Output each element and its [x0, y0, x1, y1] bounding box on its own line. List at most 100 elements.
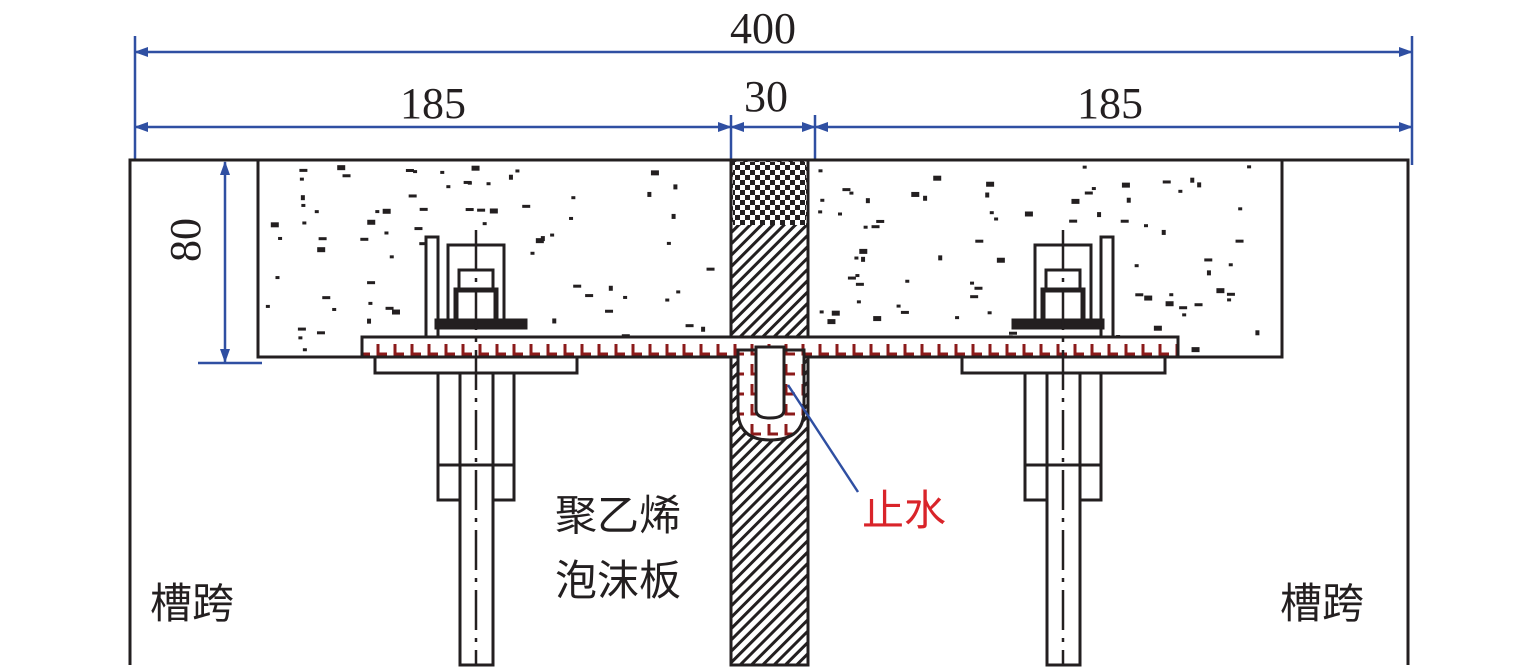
speckle	[970, 281, 975, 285]
speckle	[316, 331, 325, 335]
speckle	[414, 227, 423, 231]
speckle	[1069, 219, 1078, 223]
speckle	[1228, 263, 1233, 267]
speckle	[1024, 211, 1033, 217]
speckle	[1071, 198, 1080, 204]
speckle	[1091, 187, 1096, 191]
speckle	[265, 304, 270, 308]
angle-steel-horizontal	[434, 318, 528, 330]
label-foam-line2: 泡沫板	[555, 556, 681, 605]
speckle	[989, 211, 994, 215]
label-span-left: 槽跨	[150, 579, 234, 628]
angle-steel-horizontal	[1011, 318, 1105, 330]
speckle	[871, 225, 880, 229]
speckle	[300, 195, 305, 201]
speckle	[405, 168, 414, 172]
speckle	[419, 242, 428, 246]
speckle	[605, 309, 614, 313]
speckle	[301, 203, 306, 207]
speckle	[970, 295, 979, 299]
speckle	[1097, 212, 1102, 218]
speckle	[314, 210, 319, 214]
speckle	[938, 255, 943, 261]
speckle	[996, 257, 1005, 263]
speckle	[368, 301, 373, 305]
speckle	[477, 208, 486, 212]
speckle	[322, 296, 331, 300]
speckle	[1121, 182, 1130, 188]
speckle	[863, 225, 868, 229]
speckle	[1182, 313, 1187, 317]
waterstop-slot	[754, 345, 786, 420]
speckle	[854, 256, 859, 260]
waterstop-leader-line	[786, 384, 860, 493]
speckle	[849, 191, 854, 195]
speckle	[482, 222, 487, 226]
speckle	[706, 267, 715, 271]
speckle	[623, 295, 628, 299]
speckle	[911, 191, 920, 197]
speckle	[535, 238, 544, 244]
speckle	[367, 219, 376, 225]
speckle	[873, 316, 882, 322]
speckle	[986, 181, 995, 187]
label-foam-line1: 聚乙烯	[555, 491, 681, 540]
speckle	[608, 285, 613, 291]
speckle	[299, 177, 304, 181]
speckle	[384, 231, 389, 235]
speckle	[859, 248, 868, 254]
dimension-right: 185	[1077, 79, 1143, 128]
speckle	[522, 204, 531, 208]
speckle	[1169, 293, 1174, 297]
speckle	[847, 276, 856, 280]
speckle	[275, 276, 280, 280]
speckle	[440, 170, 445, 174]
speckle	[838, 212, 843, 216]
speckle	[1179, 306, 1188, 310]
speckle	[332, 307, 337, 311]
speckle	[382, 208, 391, 214]
dimension-depth: 80	[161, 218, 210, 262]
speckle	[1178, 189, 1183, 193]
speckle	[865, 198, 870, 204]
speckle	[408, 194, 417, 198]
speckle	[1247, 165, 1252, 169]
speckle	[1134, 264, 1139, 268]
speckle	[463, 180, 472, 184]
angle-steel-vertical	[424, 235, 440, 339]
speckle	[270, 222, 279, 228]
speckle	[385, 306, 394, 310]
speckle	[515, 169, 520, 173]
speckle	[446, 185, 451, 189]
speckle	[905, 279, 910, 283]
speckle	[955, 316, 960, 320]
speckle	[647, 191, 652, 197]
speckle	[360, 237, 369, 241]
speckle	[302, 221, 307, 225]
speckle	[673, 184, 678, 190]
speckle	[298, 336, 303, 340]
speckle	[1084, 191, 1093, 195]
speckle	[842, 188, 851, 192]
speckle	[1161, 229, 1166, 235]
speckle	[1009, 331, 1018, 335]
speckle	[1191, 347, 1200, 353]
speckle	[685, 324, 694, 328]
speckle	[302, 348, 307, 352]
speckle	[317, 247, 326, 253]
speckle	[831, 310, 840, 316]
speckle	[1226, 292, 1235, 296]
speckle	[900, 310, 909, 314]
speckle	[985, 192, 990, 198]
speckle	[573, 284, 582, 288]
speckle	[876, 219, 885, 223]
speckle	[671, 213, 676, 219]
anchor-bolt-left	[424, 230, 528, 667]
speckle	[856, 300, 861, 304]
speckle	[571, 196, 576, 200]
speckle	[569, 216, 574, 220]
speckle	[391, 309, 400, 315]
speckle	[413, 170, 418, 174]
speckle	[818, 169, 823, 173]
